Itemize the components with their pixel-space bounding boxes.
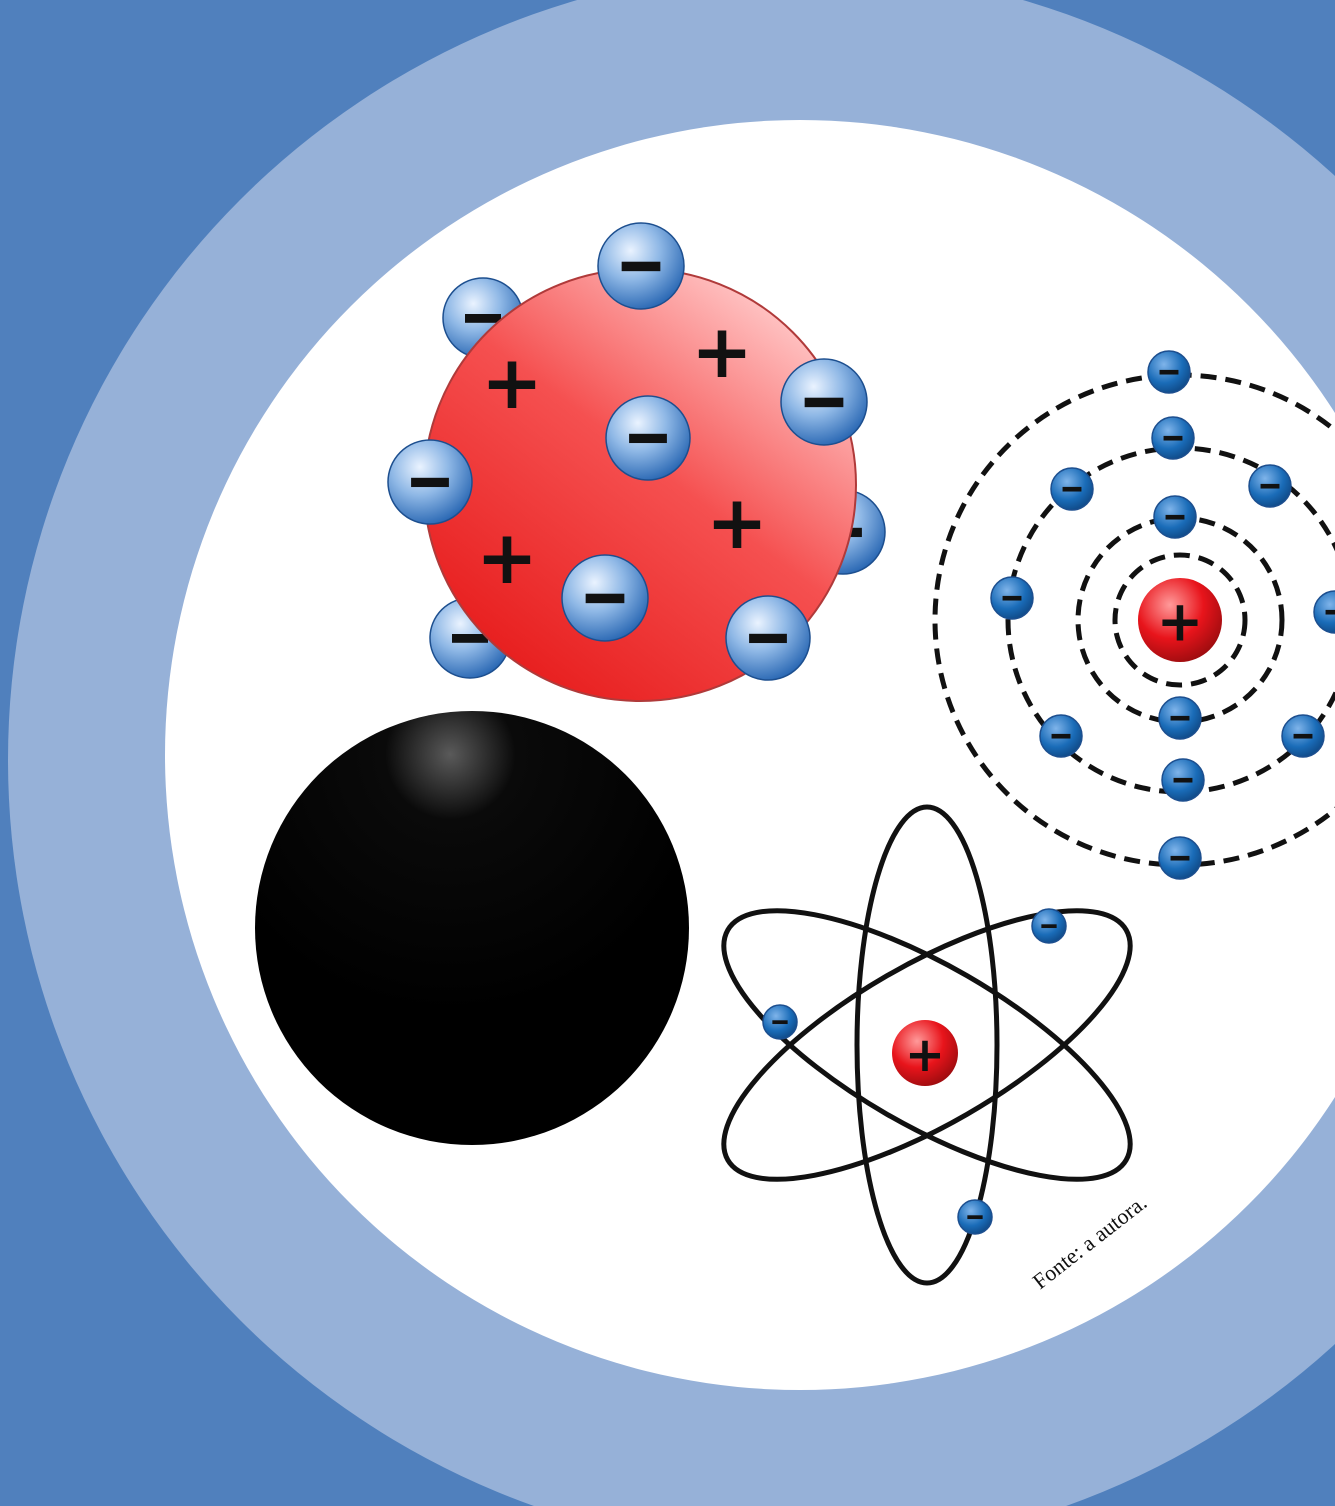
bohr-electron-11 [1162,759,1204,801]
rutherford-nucleus: + [892,1020,958,1086]
thomson-electron-1 [598,223,684,309]
electron-sign-bar [1261,484,1280,489]
electron-sign-bar [805,398,844,407]
electron-sign-bar [1171,716,1190,721]
dalton-model [255,711,689,1145]
electron-sign-bar [411,478,449,487]
electron-sign-bar [1164,436,1183,441]
thomson-positive-sign-3: + [706,480,768,566]
electron-sign-bar [967,1215,982,1219]
electron-sign-bar [1003,596,1022,601]
rutherford-nucleus-sign: + [905,1027,945,1083]
bohr-electron-5 [1154,496,1196,538]
electron-sign-bar [1171,856,1190,861]
electron-sign-bar [1294,734,1313,739]
electron-sign-bar [1160,370,1179,375]
bohr-electron-9 [1040,715,1082,757]
electron-sign-bar [1052,734,1071,739]
thomson-positive-sign-2: + [691,309,753,395]
electron-sign-bar [749,634,787,643]
electron-sign-bar [629,434,667,443]
electron-sign-bar [772,1020,787,1024]
electron-sign-bar [1174,778,1193,783]
bohr-electron-8 [1159,697,1201,739]
thomson-electron-3 [388,440,472,524]
dalton-sphere [255,711,689,1145]
bohr-electron-1 [1148,351,1190,393]
bohr-electron-3 [1249,465,1291,507]
thomson-electron-2 [781,359,867,445]
thomson-electron-5 [562,555,648,641]
bohr-nucleus-sign: + [1157,590,1204,655]
electron-sign-bar [586,594,625,603]
rutherford-electron-2 [763,1005,797,1039]
rutherford-electron-3 [958,1200,992,1234]
bohr-electron-12 [1159,837,1201,879]
thomson-electron-4 [606,396,690,480]
bohr-nucleus: + [1138,578,1222,662]
electron-sign-bar [1041,924,1056,928]
bohr-electron-2 [1152,417,1194,459]
thomson-positive-sign-1: + [481,340,543,426]
bohr-electron-4 [1051,468,1093,510]
electron-sign-bar [452,634,488,643]
thomson-electron-6 [726,596,810,680]
bohr-electron-10 [1282,715,1324,757]
thomson-positive-sign-4: + [476,515,538,601]
electron-sign-bar [622,262,661,271]
rutherford-electron-1 [1032,909,1066,943]
electron-sign-bar [465,314,501,323]
electron-sign-bar [1166,515,1185,520]
electron-sign-bar [1326,610,1335,615]
electron-sign-bar [1063,487,1082,492]
bohr-electron-6 [991,577,1033,619]
